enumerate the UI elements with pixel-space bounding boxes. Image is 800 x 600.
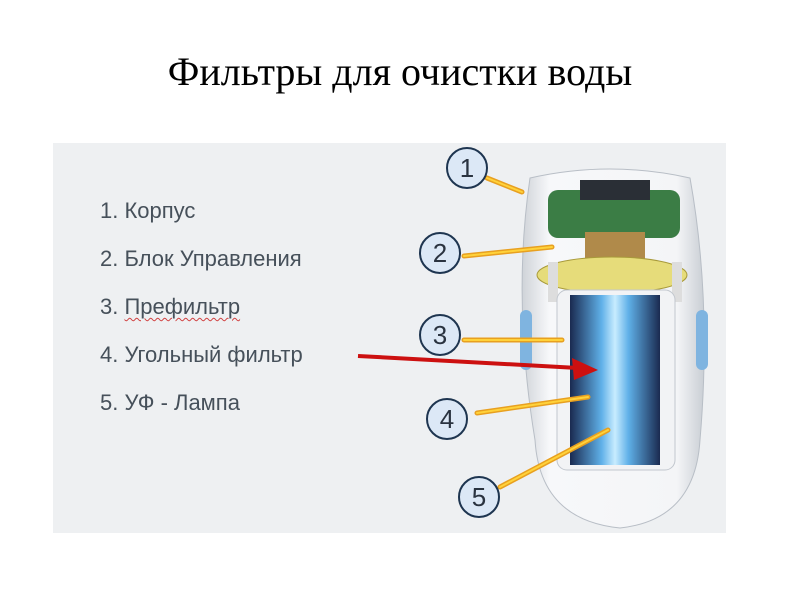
svg-text:1: 1 [460,153,474,183]
callout-1: 1 [446,147,488,189]
item-label: Угольный фильтр [124,342,303,367]
red-arrow [357,354,598,380]
slide-title: Фильтры для очистки воды [167,49,633,94]
item-label: Корпус [124,198,196,223]
yellow-cap [536,256,688,294]
list-item: 5. УФ - Лампа [100,388,303,436]
callout-5: 5 [458,476,500,518]
control-board [548,190,680,238]
list-item: 1. Корпус [100,196,303,244]
item-number: 5. [100,390,119,415]
item-number: 2. [100,246,119,271]
svg-text:3: 3 [433,320,447,350]
uv-lamp [570,295,660,465]
item-label: Префильтр [124,294,241,319]
filter-device [520,168,708,529]
component-list: 1. Корпус 2. Блок Управления 3. Префильт… [100,196,303,436]
item-number: 4. [100,342,119,367]
callout-4: 4 [426,398,468,440]
item-number: 3. [100,294,119,319]
item-label: УФ - Лампа [124,390,240,415]
item-label: Блок Управления [124,246,302,271]
callout-3: 3 [419,314,461,356]
callout-2: 2 [419,232,461,274]
svg-text:4: 4 [440,404,454,434]
item-number: 1. [100,198,119,223]
list-item: 4. Угольный фильтр [100,340,303,388]
list-item: 3. Префильтр [100,292,303,340]
list-item: 2. Блок Управления [100,244,303,292]
svg-text:2: 2 [433,238,447,268]
svg-text:5: 5 [472,482,486,512]
